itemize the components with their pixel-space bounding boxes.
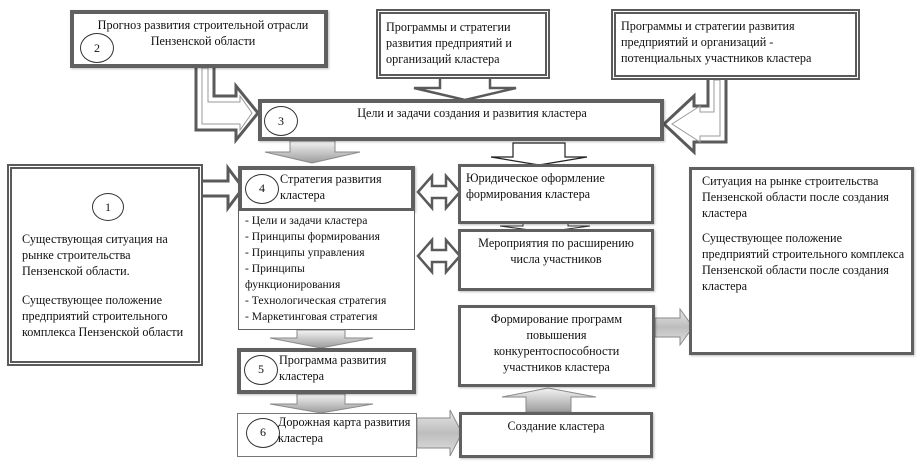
arrow-program-to-roadmap <box>269 393 374 414</box>
result-block: Ситуация на рынке строительства Пензенск… <box>689 167 914 355</box>
program-line-1: Программа развития <box>279 353 387 367</box>
enterprise-programs-line-1: Программы и стратегии <box>386 20 511 34</box>
legal-line-2: формирования кластера <box>466 187 591 201</box>
arrow-goals-to-legal <box>490 142 588 166</box>
arrow-enterprise-to-goals <box>413 75 517 102</box>
arrow-roadmap-to-creation <box>416 409 463 457</box>
legal-line-1: Юридическое оформление <box>466 171 605 185</box>
block-number-2: 2 <box>80 33 114 63</box>
competitiveness-line-3: конкурентоспособности <box>493 344 620 358</box>
situation-p2-line-2: предприятий строительного <box>22 309 168 323</box>
arrow-situation-to-strategy <box>197 163 245 213</box>
strategy-item: - Цели и задачи кластера <box>245 214 368 227</box>
strategy-block: 4 Стратегия развития кластера <box>238 166 415 212</box>
double-arrow-strategy-expansion <box>416 236 462 276</box>
potential-programs-line-3: потенциальных участников кластера <box>621 51 812 65</box>
arrow-goals-to-strategy <box>264 140 361 164</box>
situation-p1-line-3: Пензенской области. <box>22 264 130 278</box>
block-number-5: 5 <box>244 355 278 385</box>
current-situation-block: 1 Существующая ситуация на рынке строите… <box>7 164 203 366</box>
roadmap-line-1: Дорожная карта развития <box>278 415 411 429</box>
arrow-potential-to-goals <box>661 76 728 156</box>
strategy-line-1: Стратегия развития <box>280 172 382 186</box>
strategy-item: - Технологическая стратегия <box>245 294 387 307</box>
expansion-block: Мероприятия по расширению числа участник… <box>458 229 654 291</box>
strategy-item: - Принципы управления <box>245 246 365 259</box>
strategy-item: - Маркетинговая стратегия <box>245 310 378 323</box>
result-p2-line-1: Существующее положение <box>702 231 842 245</box>
strategy-item: - Принципы <box>245 262 305 275</box>
arrow-competitiveness-to-result <box>654 307 694 347</box>
competitiveness-line-4: участников кластера <box>503 360 610 374</box>
block-number-1: 1 <box>92 193 124 221</box>
strategy-item: функционирования <box>245 278 341 291</box>
forecast-line-2: Пензенской области <box>150 34 256 48</box>
potential-programs-line-2: предприятий и организаций - <box>621 35 774 49</box>
result-p1-line-3: кластера <box>702 206 748 220</box>
situation-p1-line-2: рынке строительства <box>22 248 131 262</box>
strategy-item: - Принципы формирования <box>245 230 380 243</box>
enterprise-programs-block: Программы и стратегии развития предприят… <box>376 9 550 79</box>
result-p1-line-1: Ситуация на рынке строительства <box>702 174 879 188</box>
enterprise-programs-line-2: развития предприятий и <box>386 36 512 50</box>
potential-programs-line-1: Программы и стратегии развития <box>621 19 795 33</box>
roadmap-block: 6 Дорожная карта развития кластера <box>237 413 417 457</box>
arrow-strategy-to-program <box>269 329 374 349</box>
potential-programs-block: Программы и стратегии развития предприят… <box>611 9 860 80</box>
strategy-line-2: кластера <box>280 188 326 202</box>
situation-p2-line-3: комплекса Пензенской области <box>22 325 184 339</box>
program-line-2: кластера <box>279 369 325 383</box>
result-p2-line-2: предприятий строительного комплекса <box>702 247 905 261</box>
result-p2-line-3: Пензенской области после создания <box>702 263 889 277</box>
program-block: 5 Программа развития кластера <box>237 348 416 394</box>
enterprise-programs-line-3: организаций кластера <box>386 52 500 66</box>
strategy-items-block: - Цели и задачи кластера - Принципы форм… <box>238 211 415 330</box>
result-p2-line-4: кластера <box>702 279 748 293</box>
arrow-forecast-to-goals <box>194 64 260 145</box>
double-arrow-strategy-legal <box>416 172 462 212</box>
forecast-block: 2 Прогноз развития строительной отрасли … <box>70 10 328 68</box>
legal-block: Юридическое оформление формирования клас… <box>458 164 654 224</box>
roadmap-line-2: кластера <box>278 431 324 445</box>
competitiveness-line-1: Формирование программ <box>490 312 623 326</box>
result-p1-line-2: Пензенской области после создания <box>702 190 889 204</box>
situation-p2-line-1: Существующее положение <box>22 293 162 307</box>
expansion-line-1: Мероприятия по расширению <box>478 236 634 250</box>
goals-text: Цели и задачи создания и развития класте… <box>357 106 587 120</box>
block-number-4: 4 <box>245 174 279 204</box>
block-number-3: 3 <box>264 106 298 136</box>
block-number-6: 6 <box>246 418 280 448</box>
forecast-line-1: Прогноз развития строительной отрасли <box>97 18 309 32</box>
creation-text: Создание кластера <box>507 419 605 433</box>
competitiveness-line-2: повышения <box>526 328 587 342</box>
competitiveness-block: Формирование программ повышения конкурен… <box>458 305 655 387</box>
situation-p1-line-1: Существующая ситуация на <box>22 232 168 246</box>
creation-block: Создание кластера <box>459 412 653 458</box>
arrow-creation-to-competitiveness <box>501 387 597 413</box>
expansion-line-2: числа участников <box>510 252 602 266</box>
goals-block: 3 Цели и задачи создания и развития клас… <box>258 99 664 141</box>
